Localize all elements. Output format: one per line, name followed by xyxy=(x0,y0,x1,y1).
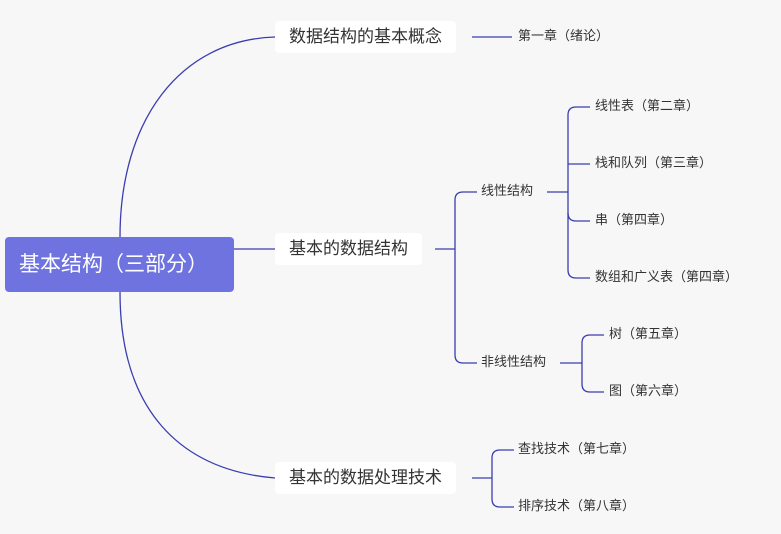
connector-linear-bottom xyxy=(567,213,590,279)
leaf-node-array-genlist[interactable]: 数组和广义表（第四章） xyxy=(592,269,742,287)
connector-techniques-bottom xyxy=(491,478,514,508)
connector-root-concepts xyxy=(119,36,276,238)
connector-linear-3 xyxy=(567,192,590,222)
connector-linear-top xyxy=(567,106,590,192)
leaf-node-linear-list[interactable]: 线性表（第二章） xyxy=(592,98,703,116)
subbranch-node-linear[interactable]: 线性结构 xyxy=(478,183,537,201)
leaf-node-search[interactable]: 查找技术（第七章） xyxy=(515,441,639,459)
connector-nonlinear-top xyxy=(581,334,604,363)
leaf-node-tree[interactable]: 树（第五章） xyxy=(606,326,691,344)
subbranch-node-nonlinear[interactable]: 非线性结构 xyxy=(478,354,550,372)
connector-root-techniques xyxy=(119,291,276,479)
branch-node-processing-techniques[interactable]: 基本的数据处理技术 xyxy=(275,462,456,494)
connector-to-linear xyxy=(454,191,477,249)
leaf-node-stack-queue[interactable]: 栈和队列（第三章） xyxy=(592,155,716,173)
leaf-node-graph[interactable]: 图（第六章） xyxy=(606,383,691,401)
connector-nonlinear-bottom xyxy=(581,363,604,393)
connector-techniques-top xyxy=(491,449,514,478)
connector-to-nonlinear xyxy=(454,249,477,364)
branch-node-concepts[interactable]: 数据结构的基本概念 xyxy=(275,21,456,53)
branch-node-basic-structures[interactable]: 基本的数据结构 xyxy=(275,233,422,265)
leaf-node-string[interactable]: 串（第四章） xyxy=(592,212,677,230)
leaf-node-sort[interactable]: 排序技术（第八章） xyxy=(515,498,639,516)
root-node[interactable]: 基本结构（三部分） xyxy=(5,237,234,292)
leaf-node-chapter-1[interactable]: 第一章（绪论） xyxy=(515,28,613,46)
